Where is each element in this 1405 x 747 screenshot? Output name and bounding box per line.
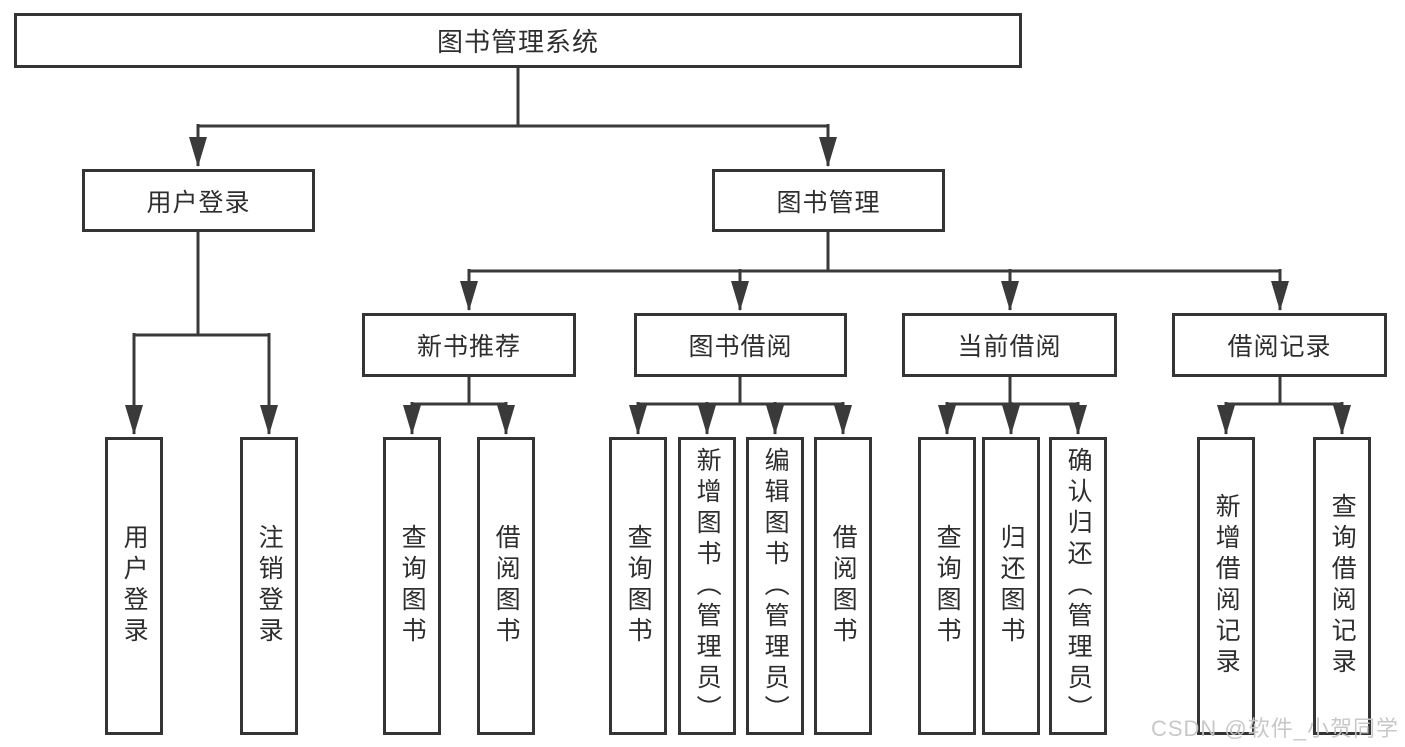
node-book-borrowing: 图书借阅 (634, 313, 847, 377)
node-new-book-recommendation-label: 新书推荐 (416, 333, 521, 361)
node-borrowing-records-label: 借阅记录 (1227, 333, 1332, 361)
csdn-watermark: CSDN @软件_小贺同学 (1150, 716, 1399, 741)
leaf-confirm-return-admin: 确认归还（管理员） (1049, 437, 1107, 735)
leaf-edit-book-admin-label: 编辑图书（管理员） (761, 446, 790, 726)
node-current-borrowing-label: 当前借阅 (957, 333, 1062, 361)
node-root-label: 图书管理系统 (436, 27, 599, 57)
leaf-query-books-recommend: 查询图书 (383, 437, 441, 735)
leaf-logout: 注销登录 (240, 437, 298, 735)
leaf-query-books-recommend-label: 查询图书 (398, 524, 427, 648)
node-user-login: 用户登录 (82, 169, 315, 232)
leaf-user-login-label: 用户登录 (120, 524, 149, 648)
leaf-return-books: 归还图书 (982, 437, 1040, 735)
node-root-system: 图书管理系统 (14, 13, 1022, 68)
leaf-query-borrow-record-label: 查询借阅记录 (1328, 493, 1357, 679)
leaf-borrow-books-recommend: 借阅图书 (477, 437, 535, 735)
node-user-login-label: 用户登录 (146, 188, 251, 217)
node-new-book-recommendation: 新书推荐 (362, 313, 576, 377)
leaf-query-borrow-record: 查询借阅记录 (1313, 437, 1371, 735)
leaf-borrow-books-recommend-label: 借阅图书 (492, 524, 521, 648)
node-book-management-label: 图书管理 (776, 188, 881, 217)
leaf-user-login: 用户登录 (105, 437, 163, 735)
leaf-query-books-borrow: 查询图书 (609, 437, 667, 735)
leaf-edit-book-admin: 编辑图书（管理员） (746, 437, 804, 735)
leaf-confirm-return-admin-label: 确认归还（管理员） (1064, 446, 1093, 726)
leaf-query-books-current: 查询图书 (918, 437, 976, 735)
leaf-query-books-current-label: 查询图书 (933, 524, 962, 648)
leaf-borrow-books: 借阅图书 (814, 437, 872, 735)
leaf-logout-label: 注销登录 (255, 524, 284, 648)
node-current-borrowing: 当前借阅 (902, 313, 1117, 377)
node-book-borrowing-label: 图书借阅 (688, 333, 793, 361)
leaf-query-books-borrow-label: 查询图书 (624, 524, 653, 648)
node-borrowing-records: 借阅记录 (1172, 313, 1387, 377)
leaf-return-books-label: 归还图书 (997, 524, 1026, 648)
node-book-management: 图书管理 (712, 169, 945, 232)
leaf-borrow-books-label: 借阅图书 (829, 524, 858, 648)
leaf-add-book-admin-label: 新增图书（管理员） (693, 446, 722, 726)
leaf-add-borrow-record: 新增借阅记录 (1197, 437, 1255, 735)
leaf-add-borrow-record-label: 新增借阅记录 (1212, 493, 1241, 679)
leaf-add-book-admin: 新增图书（管理员） (678, 437, 736, 735)
